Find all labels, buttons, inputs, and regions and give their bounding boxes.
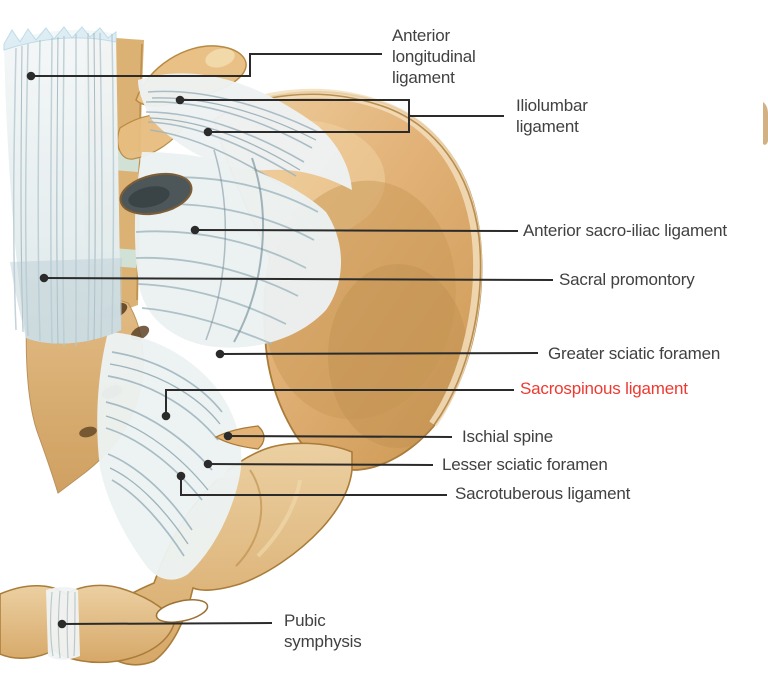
obturator-foramen	[155, 599, 209, 623]
lesser-sciatic-foramen-label: Lesser sciatic foramen	[442, 455, 608, 474]
pubic-symphysis-label: Pubic symphysis	[284, 611, 362, 651]
iliolumbar-ligament-label: Iliolumbar ligament	[516, 96, 588, 136]
vertebral-hole	[119, 172, 193, 216]
sacrospinous-ligament-label: Sacrospinous ligament	[520, 379, 688, 398]
anterior-sacro-iliac-ligament-label: Anterior sacro-iliac ligament	[523, 221, 727, 240]
pubic-symphysis-joint	[46, 587, 80, 660]
torn-edge	[3, 26, 117, 51]
sacral-promontory-label: Sacral promontory	[559, 270, 695, 289]
edge-artifact	[763, 102, 768, 145]
anterior-longitudinal-ligament-band	[3, 26, 122, 347]
sacrotuberous-ligament-label: Sacrotuberous ligament	[455, 484, 631, 503]
greater-sciatic-foramen-label: Greater sciatic foramen	[548, 344, 721, 363]
ischial-spine-label: Ischial spine	[462, 427, 553, 446]
anterior-longitudinal-ligament-label: Anterior longitudinal ligament	[392, 26, 476, 87]
